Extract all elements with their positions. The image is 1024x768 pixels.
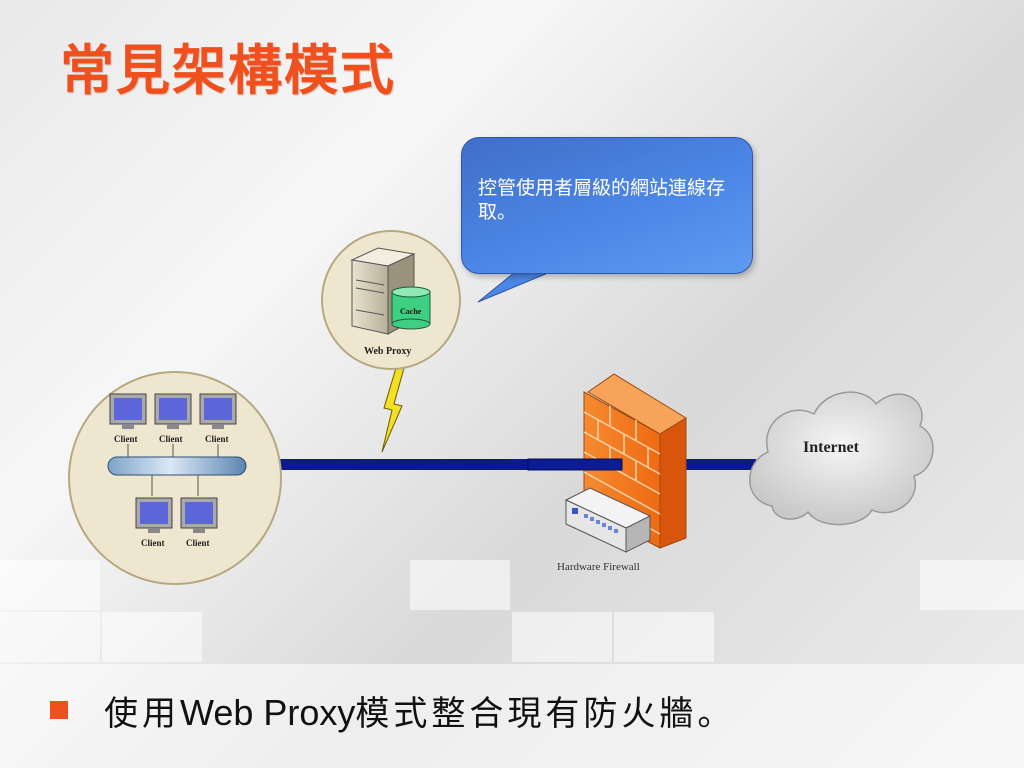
computer-icon [199, 393, 237, 429]
background-tile [512, 612, 612, 662]
web-proxy-node: Cache Web Proxy [321, 230, 461, 370]
bullet-text-part2: Web Proxy [180, 692, 356, 733]
background-tile [410, 560, 510, 610]
computer-icon [180, 497, 218, 533]
client-group: Client Client Client Client Client [68, 371, 282, 585]
bullet-text-part1: 使用 [104, 694, 180, 734]
background-tile [102, 612, 202, 662]
callout-text: 控管使用者層級的網站連線存取。 [478, 177, 726, 223]
client-label: Client [141, 538, 165, 548]
bullet-text: 使用Web Proxy模式整合現有防火牆。 [104, 686, 735, 735]
background-tile [0, 560, 100, 610]
network-bus [107, 456, 247, 476]
callout-bubble [461, 137, 753, 274]
computer-icon [109, 393, 147, 429]
background-tile [0, 664, 1024, 768]
web-proxy-label: Web Proxy [364, 346, 411, 357]
background-tile [920, 560, 1024, 610]
background-tile [614, 612, 714, 662]
lightning-bolt-icon [381, 367, 405, 453]
client-label: Client [186, 538, 210, 548]
cache-database-icon [391, 286, 431, 330]
computer-icon [135, 497, 173, 533]
network-line [246, 459, 756, 470]
bullet-marker [50, 701, 68, 719]
network-line-segment [527, 458, 623, 471]
client-label: Client [159, 434, 183, 444]
client-label: Client [205, 434, 229, 444]
background-tile [0, 612, 100, 662]
bullet-text-part3: 模式整合現有防火牆。 [355, 694, 736, 734]
computer-icon [154, 393, 192, 429]
client-label: Client [114, 434, 138, 444]
slide-title: 常見架構模式 [60, 39, 396, 102]
internet-label: Internet [803, 439, 860, 456]
internet-cloud-icon [749, 391, 934, 526]
cache-label: Cache [400, 307, 422, 316]
hardware-firewall-label: Hardware Firewall [557, 561, 640, 573]
hardware-firewall-appliance [564, 487, 652, 553]
